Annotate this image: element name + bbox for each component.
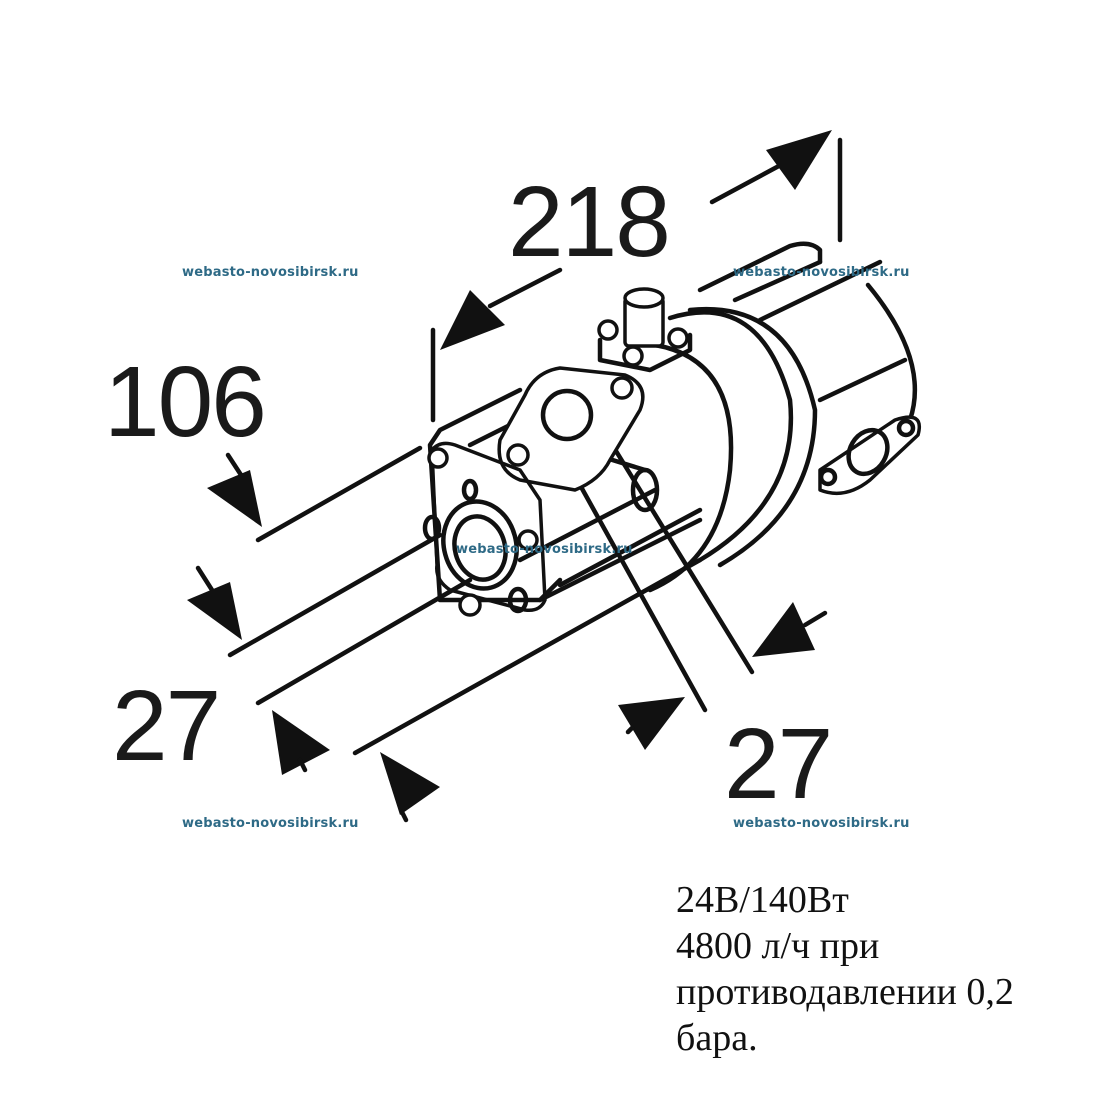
watermark-center: webasto-novosibirsk.ru bbox=[456, 542, 633, 557]
spec-unit: бара. bbox=[676, 1017, 758, 1059]
watermark-top-right: webasto-novosibirsk.ru bbox=[733, 265, 910, 280]
spec-flow-rate: 4800 л/ч при bbox=[676, 925, 880, 967]
pump-body bbox=[422, 241, 921, 617]
dimension-label-106: 106 bbox=[104, 346, 267, 458]
watermark-bottom-right: webasto-novosibirsk.ru bbox=[733, 816, 910, 831]
dimension-106-lines bbox=[187, 445, 443, 658]
watermark-bottom-left: webasto-novosibirsk.ru bbox=[182, 816, 359, 831]
spec-voltage-power: 24В/140Вт bbox=[676, 879, 849, 921]
dimension-label-27-left: 27 bbox=[112, 670, 221, 782]
specs-text: 24В/140Вт 4800 л/ч при противодавлении 0… bbox=[676, 877, 1014, 1061]
dimension-218-lines bbox=[430, 130, 843, 423]
spec-backpressure: противодавлении 0,2 bbox=[676, 971, 1014, 1013]
dimension-label-27-right: 27 bbox=[724, 708, 833, 820]
dimension-label-218: 218 bbox=[508, 166, 671, 278]
watermark-top-left: webasto-novosibirsk.ru bbox=[182, 265, 359, 280]
dimension-27-left-lines bbox=[255, 557, 703, 823]
